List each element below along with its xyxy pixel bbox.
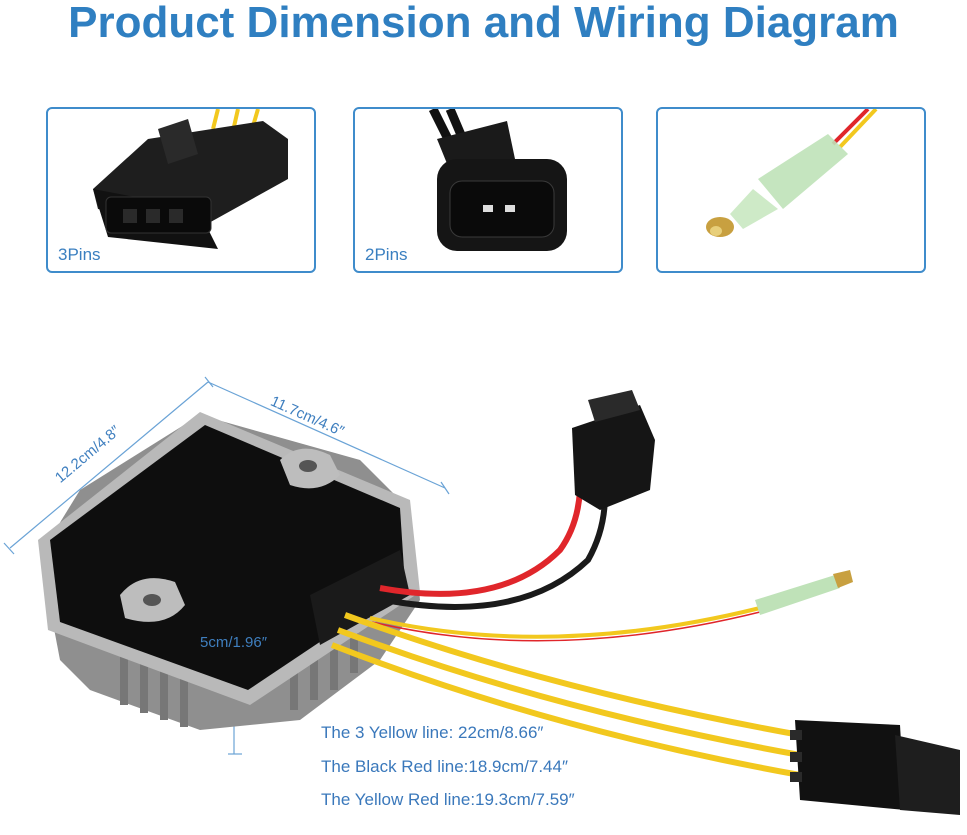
connector-3pin-panel: 3Pins bbox=[46, 107, 316, 273]
bullet-terminal-icon bbox=[706, 109, 878, 237]
dimension-line-depth bbox=[3, 381, 209, 555]
bullet-terminal-panel bbox=[656, 107, 926, 273]
dimension-height-label: 5cm/1.96″ bbox=[200, 634, 268, 651]
panel-label-3pins: 3Pins bbox=[58, 245, 101, 264]
connector-2pin bbox=[572, 390, 655, 510]
connector-2pin-icon bbox=[428, 109, 567, 251]
spec-black-red-line: The Black Red line:18.9cm/7.44″ bbox=[321, 757, 568, 776]
regulator-illustration bbox=[3, 376, 960, 815]
spec-yellow-red-line: The Yellow Red line:19.3cm/7.59″ bbox=[321, 790, 575, 809]
wire-yellow-red bbox=[369, 570, 853, 642]
wire-red bbox=[379, 489, 583, 597]
spec-yellow-line: The 3 Yellow line: 22cm/8.66″ bbox=[321, 723, 544, 742]
dimension-line-width bbox=[204, 376, 450, 495]
panel-label-2pins: 2Pins bbox=[365, 245, 408, 264]
regulator-body bbox=[38, 412, 420, 730]
connector-2pin-panel: 2Pins bbox=[353, 107, 623, 273]
wire-black bbox=[384, 494, 608, 610]
connector-3pin-icon bbox=[93, 109, 288, 249]
wire-yellow-bundle bbox=[330, 612, 801, 778]
page-title: Product Dimension and Wiring Diagram bbox=[68, 0, 899, 47]
connector-3pin bbox=[790, 720, 960, 815]
